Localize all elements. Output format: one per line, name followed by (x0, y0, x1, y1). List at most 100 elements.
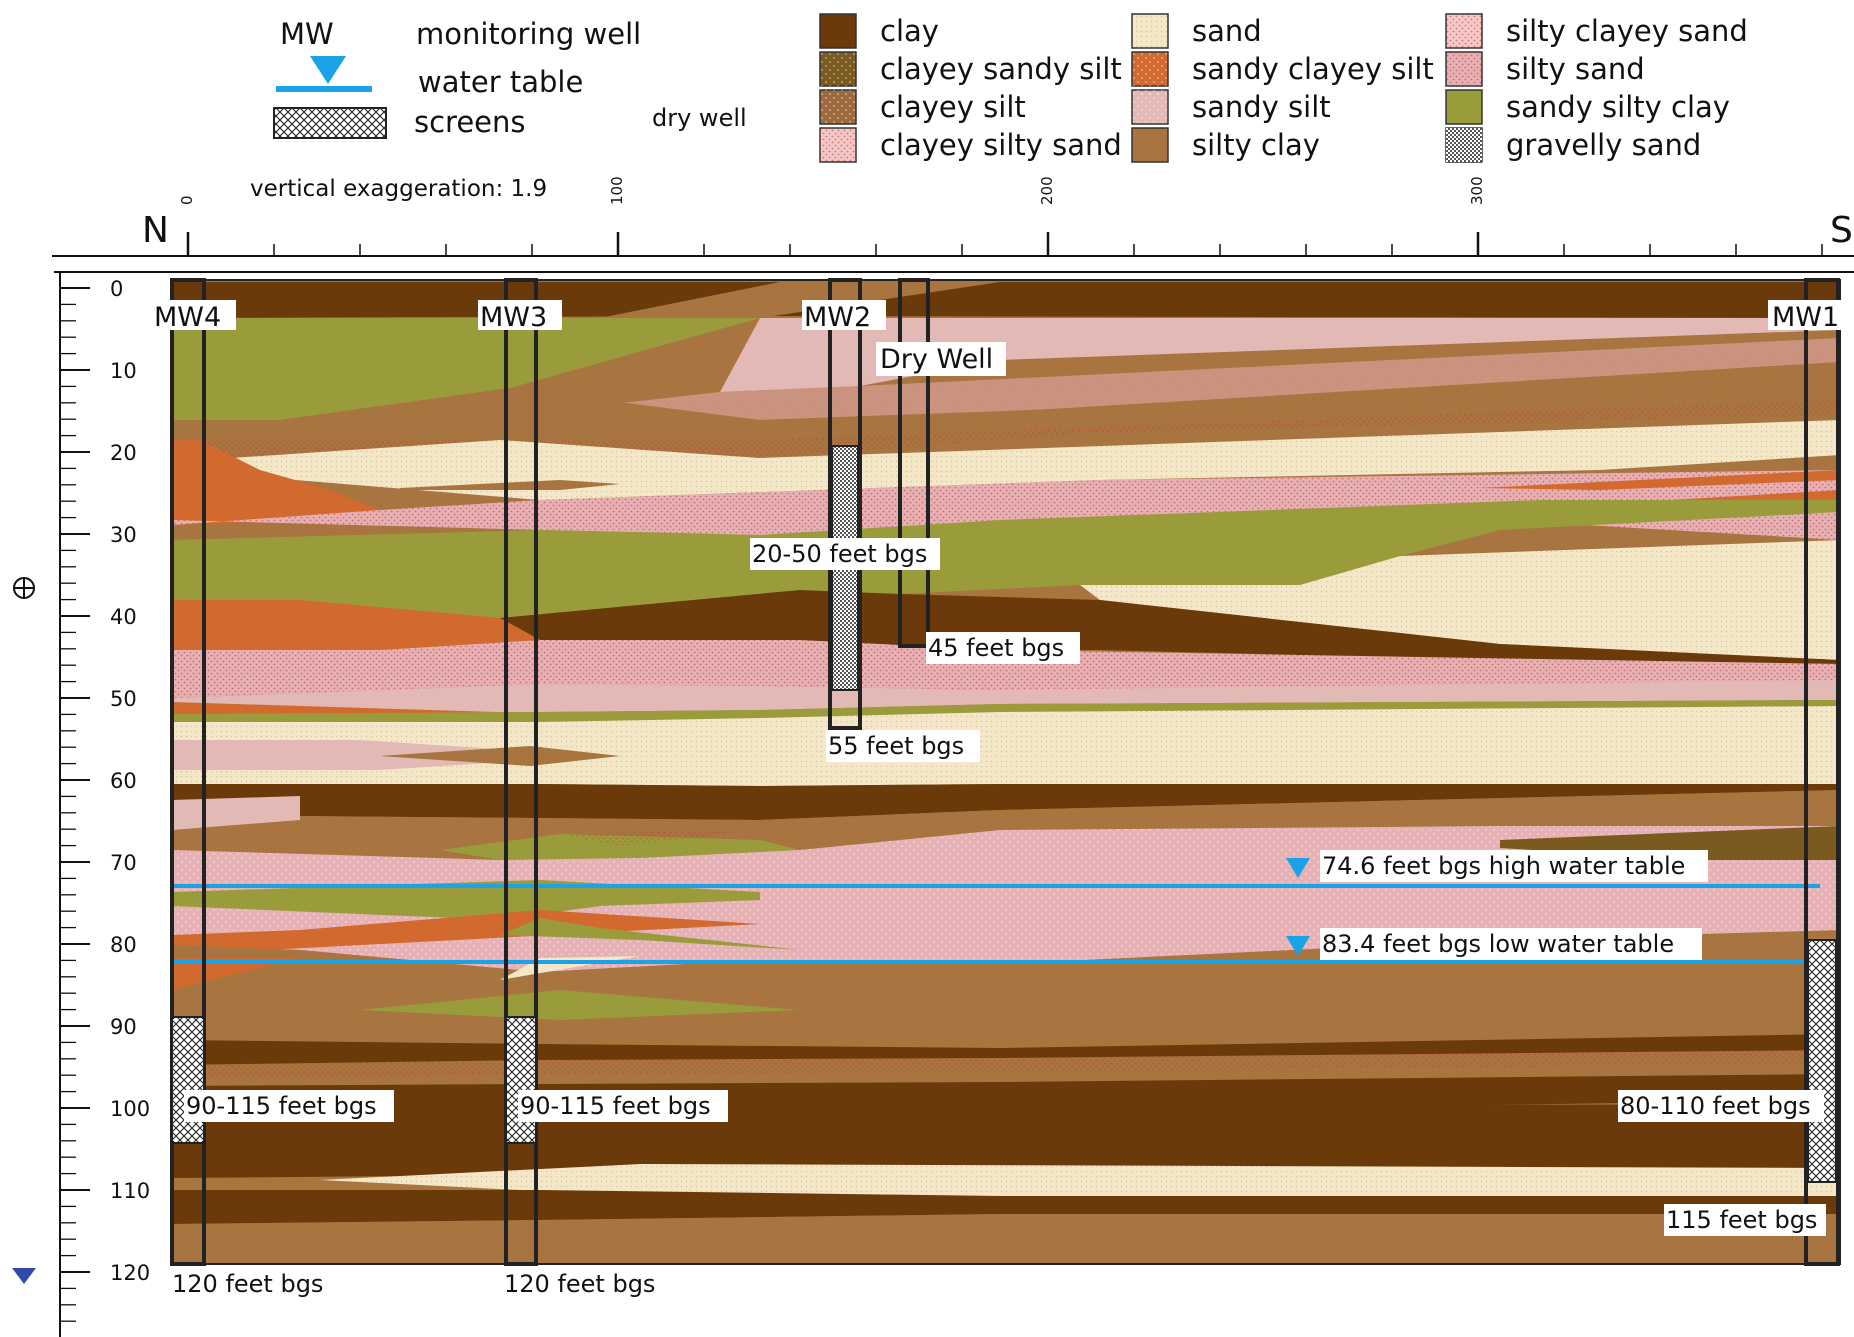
mw4-depth-label: 120 feet bgs (172, 1270, 323, 1298)
legend-swatch-pattern (820, 128, 856, 162)
layer-clay-basal (172, 1190, 1840, 1224)
legend-item: sand (1131, 13, 1262, 49)
low-wt-label-bg (1320, 928, 1702, 960)
legend-monitoring-well-label: monitoring well (416, 17, 641, 51)
legend-item-label: clayey sandy silt (880, 52, 1122, 86)
high-water-table-label: 74.6 feet bgs high water table (1322, 852, 1685, 880)
legend-swatch-pattern (820, 52, 856, 86)
north-label: N (142, 210, 169, 251)
layer-clay-top (172, 282, 1840, 318)
mw4-screen-label-bg (184, 1090, 394, 1122)
high-water-table-marker-icon (1286, 858, 1310, 878)
mw4-screen-label: 90-115 feet bgs (186, 1092, 377, 1120)
layer-green-thin (172, 700, 1840, 722)
y-tick-label: 80 (110, 933, 137, 957)
legend-item: clayey sandy silt (819, 51, 1122, 87)
mw2-depth-label-bg (826, 730, 980, 762)
layer-silty-clay-band2 (172, 380, 1840, 440)
layer-green-wt-2 (500, 918, 800, 950)
layer-clay-lower (172, 1034, 1840, 1065)
mw2-depth-label: 55 feet bgs (828, 732, 964, 760)
mw2-label-bg (802, 300, 886, 330)
mw1-depth-label-bg (1664, 1204, 1826, 1236)
layer-sand-bottom-dots (320, 1164, 1840, 1196)
legend-item-label: gravelly sand (1506, 128, 1701, 162)
water-tables (172, 858, 1840, 964)
legend-swatch-pattern (1132, 14, 1168, 48)
dry-well-casing (898, 278, 930, 648)
layer-silty-clay-small-lens (380, 746, 620, 766)
horizontal-axis: N S 0 100 200 300 (52, 176, 1854, 257)
layer-sandy-silt-upper (720, 318, 1840, 392)
mw1-screen (1807, 939, 1837, 1183)
x-ticks (186, 232, 1823, 256)
legend-swatch-pattern (1132, 52, 1168, 86)
labels: MW4 MW3 MW2 MW1 Dry Well 20-50 feet bgs … (152, 300, 1852, 1298)
mw1-screen-label-bg (1618, 1090, 1824, 1122)
legend-swatch (819, 13, 857, 49)
y-ticks (60, 287, 90, 1322)
layer-orange-wt (172, 910, 760, 955)
mw2-label: MW2 (804, 302, 871, 333)
y-tick-label: 50 (110, 687, 137, 711)
legend: MW monitoring well water table screens d… (250, 13, 1748, 202)
legend-swatch-pattern (1446, 128, 1482, 162)
legend-item-label: sand (1192, 14, 1262, 48)
legend-swatch-pattern (1446, 52, 1482, 86)
layer-clay-bottom (172, 1104, 1840, 1178)
layer-silty-sand-band1-tint (540, 338, 1840, 420)
legend-dry-well-label: dry well (652, 104, 747, 132)
mw4-casing (170, 278, 206, 1266)
y-tick-label: 60 (110, 769, 137, 793)
legend-item: sandy clayey silt (1131, 51, 1434, 87)
south-label: S (1830, 210, 1853, 251)
legend-item-label: silty sand (1506, 52, 1645, 86)
dry-well-label-bg (876, 342, 1006, 376)
scale-marker-icon (12, 1268, 36, 1284)
legend-item-label: silty clayey sand (1506, 14, 1748, 48)
layer-silty-sand-band3-dots (172, 470, 1840, 540)
y-tick-label: 30 (110, 523, 137, 547)
mw3-screen (505, 1016, 537, 1144)
x-tick-label-0: 0 (178, 195, 196, 205)
layer-silty-clay-thin (172, 1064, 1840, 1086)
mw1-screen-label: 80-110 feet bgs (1620, 1092, 1811, 1120)
mw3-label-bg (478, 300, 562, 330)
y-tick-label: 70 (110, 851, 137, 875)
legend-swatch (1445, 89, 1483, 125)
y-tick-label: 110 (110, 1179, 150, 1203)
mw1-casing (1804, 278, 1840, 1266)
legend-item: gravelly sand (1445, 127, 1701, 163)
layer-silty-sand-band4-dots (172, 640, 1840, 698)
high-wt-label-bg (1320, 850, 1708, 882)
mw4-screen (171, 1016, 205, 1144)
section-body (171, 279, 1841, 1265)
vertical-exaggeration-note: vertical exaggeration: 1.9 (250, 176, 547, 202)
mw1-label-bg (1768, 300, 1852, 330)
y-tick-label: 120 (110, 1261, 150, 1285)
legend-water-table-label: water table (418, 65, 583, 99)
legend-item-label: sandy silty clay (1506, 90, 1730, 124)
layer-silty-clay-basal (172, 1214, 1840, 1262)
dry-well-label: Dry Well (880, 344, 993, 375)
y-tick-label: 0 (110, 277, 123, 301)
water-table-triangle-icon (310, 56, 346, 84)
legend-item-label: sandy silt (1192, 90, 1331, 124)
mw3-label: MW3 (480, 302, 547, 333)
legend-swatch (1131, 127, 1169, 163)
y-tick-label: 10 (110, 359, 137, 383)
x-tick-label-200: 200 (1038, 176, 1056, 205)
x-tick-label-300: 300 (1468, 176, 1486, 205)
y-tick-label: 20 (110, 441, 137, 465)
layer-sandy-silty-clay-middle (172, 500, 1840, 618)
y-tick-label: 40 (110, 605, 137, 629)
legend-swatch-pattern (820, 90, 856, 124)
mw1-depth-label: 115 feet bgs (1666, 1206, 1817, 1234)
y-tick-label: 100 (110, 1097, 150, 1121)
layer-sand-middle-dots (172, 420, 1840, 500)
layer-clay-band5 (172, 784, 1840, 820)
legend-item: clayey silty sand (819, 127, 1122, 163)
